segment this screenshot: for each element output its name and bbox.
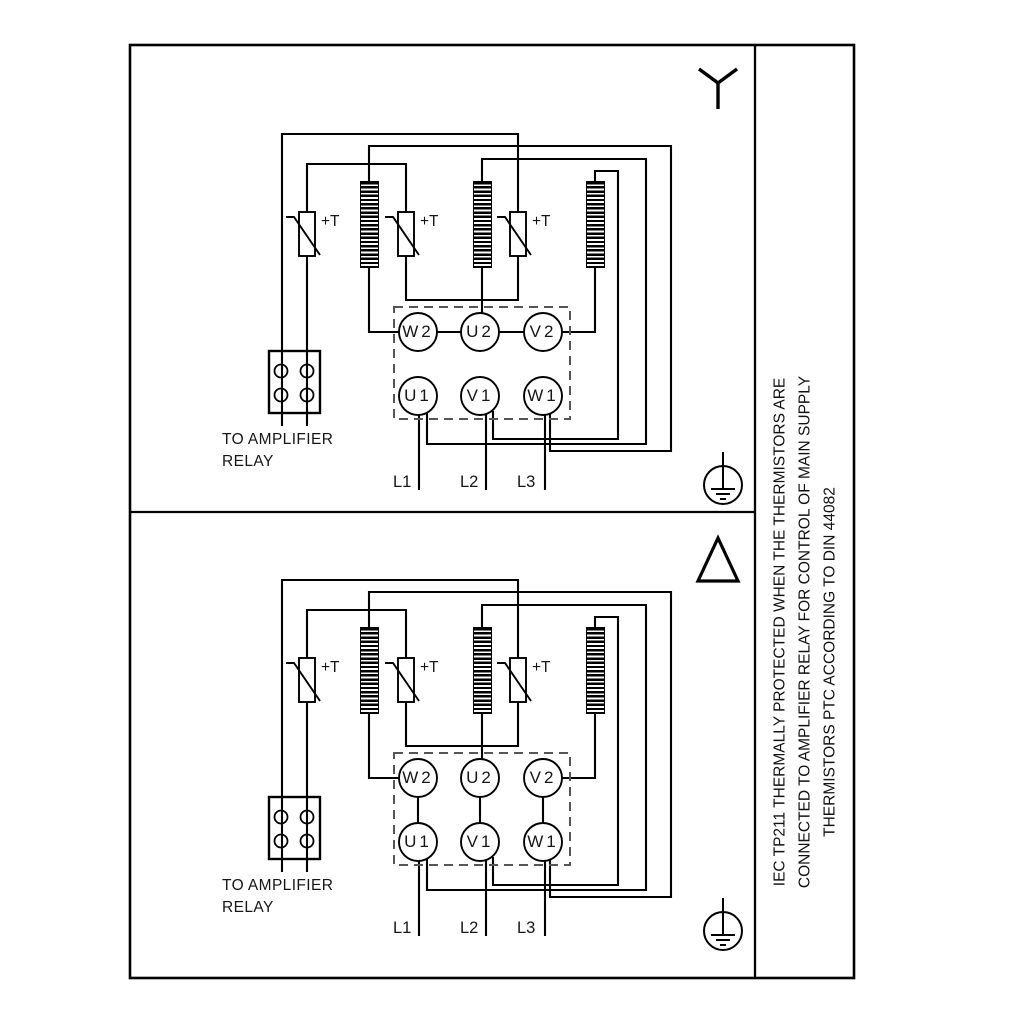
note-line-2: CONNECTED TO AMPLIFIER RELAY FOR CONTROL… xyxy=(796,375,813,889)
terminal-label-u1: U1 xyxy=(404,386,432,405)
relay-caption-line1: TO AMPLIFIER xyxy=(222,431,334,448)
terminal-label-v2: V2 xyxy=(529,768,557,787)
thermistor-label: +T xyxy=(321,659,340,676)
thermistor-label: +T xyxy=(532,659,551,676)
supply-line-label-l3: L3 xyxy=(517,473,536,491)
note-line-1: IEC TP211 THERMALLY PROTECTED WHEN THE T… xyxy=(771,377,788,887)
delta-shorting-links xyxy=(416,797,545,823)
thermistor-label: +T xyxy=(321,213,340,230)
relay-caption-line1: TO AMPLIFIER xyxy=(222,877,334,894)
supply-line-label-l2: L2 xyxy=(460,919,479,937)
terminal-label-w1: W1 xyxy=(527,832,559,851)
winding-coil-icon xyxy=(360,627,379,714)
supply-line-label-l1: L1 xyxy=(393,919,412,937)
thermal-protection-note: IEC TP211 THERMALLY PROTECTED WHEN THE T… xyxy=(767,172,842,1024)
thermistor-label: +T xyxy=(420,659,439,676)
terminal-label-w2: W2 xyxy=(402,322,434,341)
winding-coil-icon xyxy=(360,181,379,268)
delta-panel-wiring xyxy=(267,578,744,952)
relay-caption-line2: RELAY xyxy=(222,899,274,916)
terminal-label-w2: W2 xyxy=(402,768,434,787)
winding-coil-icon xyxy=(586,627,605,714)
thermistor-label: +T xyxy=(420,213,439,230)
supply-line-label-l1: L1 xyxy=(393,473,412,491)
terminal-label-v2: V2 xyxy=(529,322,557,341)
terminal-label-u2: U2 xyxy=(466,768,494,787)
terminal-label-v1: V1 xyxy=(466,386,494,405)
relay-caption-line2: RELAY xyxy=(222,453,274,470)
star-connection-icon xyxy=(697,67,739,109)
supply-line-label-l2: L2 xyxy=(460,473,479,491)
winding-coil-icon xyxy=(586,181,605,268)
terminal-label-v1: V1 xyxy=(466,832,494,851)
star-panel-wiring xyxy=(267,132,744,506)
delta-connection-icon xyxy=(695,534,741,583)
thermistor-label: +T xyxy=(532,213,551,230)
note-line-3: THERMISTORS PTC ACCORDING TO DIN 44082 xyxy=(821,487,838,837)
terminal-label-u1: U1 xyxy=(404,832,432,851)
terminal-label-w1: W1 xyxy=(527,386,559,405)
winding-coil-icon xyxy=(473,627,492,714)
winding-coil-icon xyxy=(473,181,492,268)
terminal-label-u2: U2 xyxy=(466,322,494,341)
supply-line-label-l3: L3 xyxy=(517,919,536,937)
note-sidebar: IEC TP211 THERMALLY PROTECTED WHEN THE T… xyxy=(755,45,854,978)
